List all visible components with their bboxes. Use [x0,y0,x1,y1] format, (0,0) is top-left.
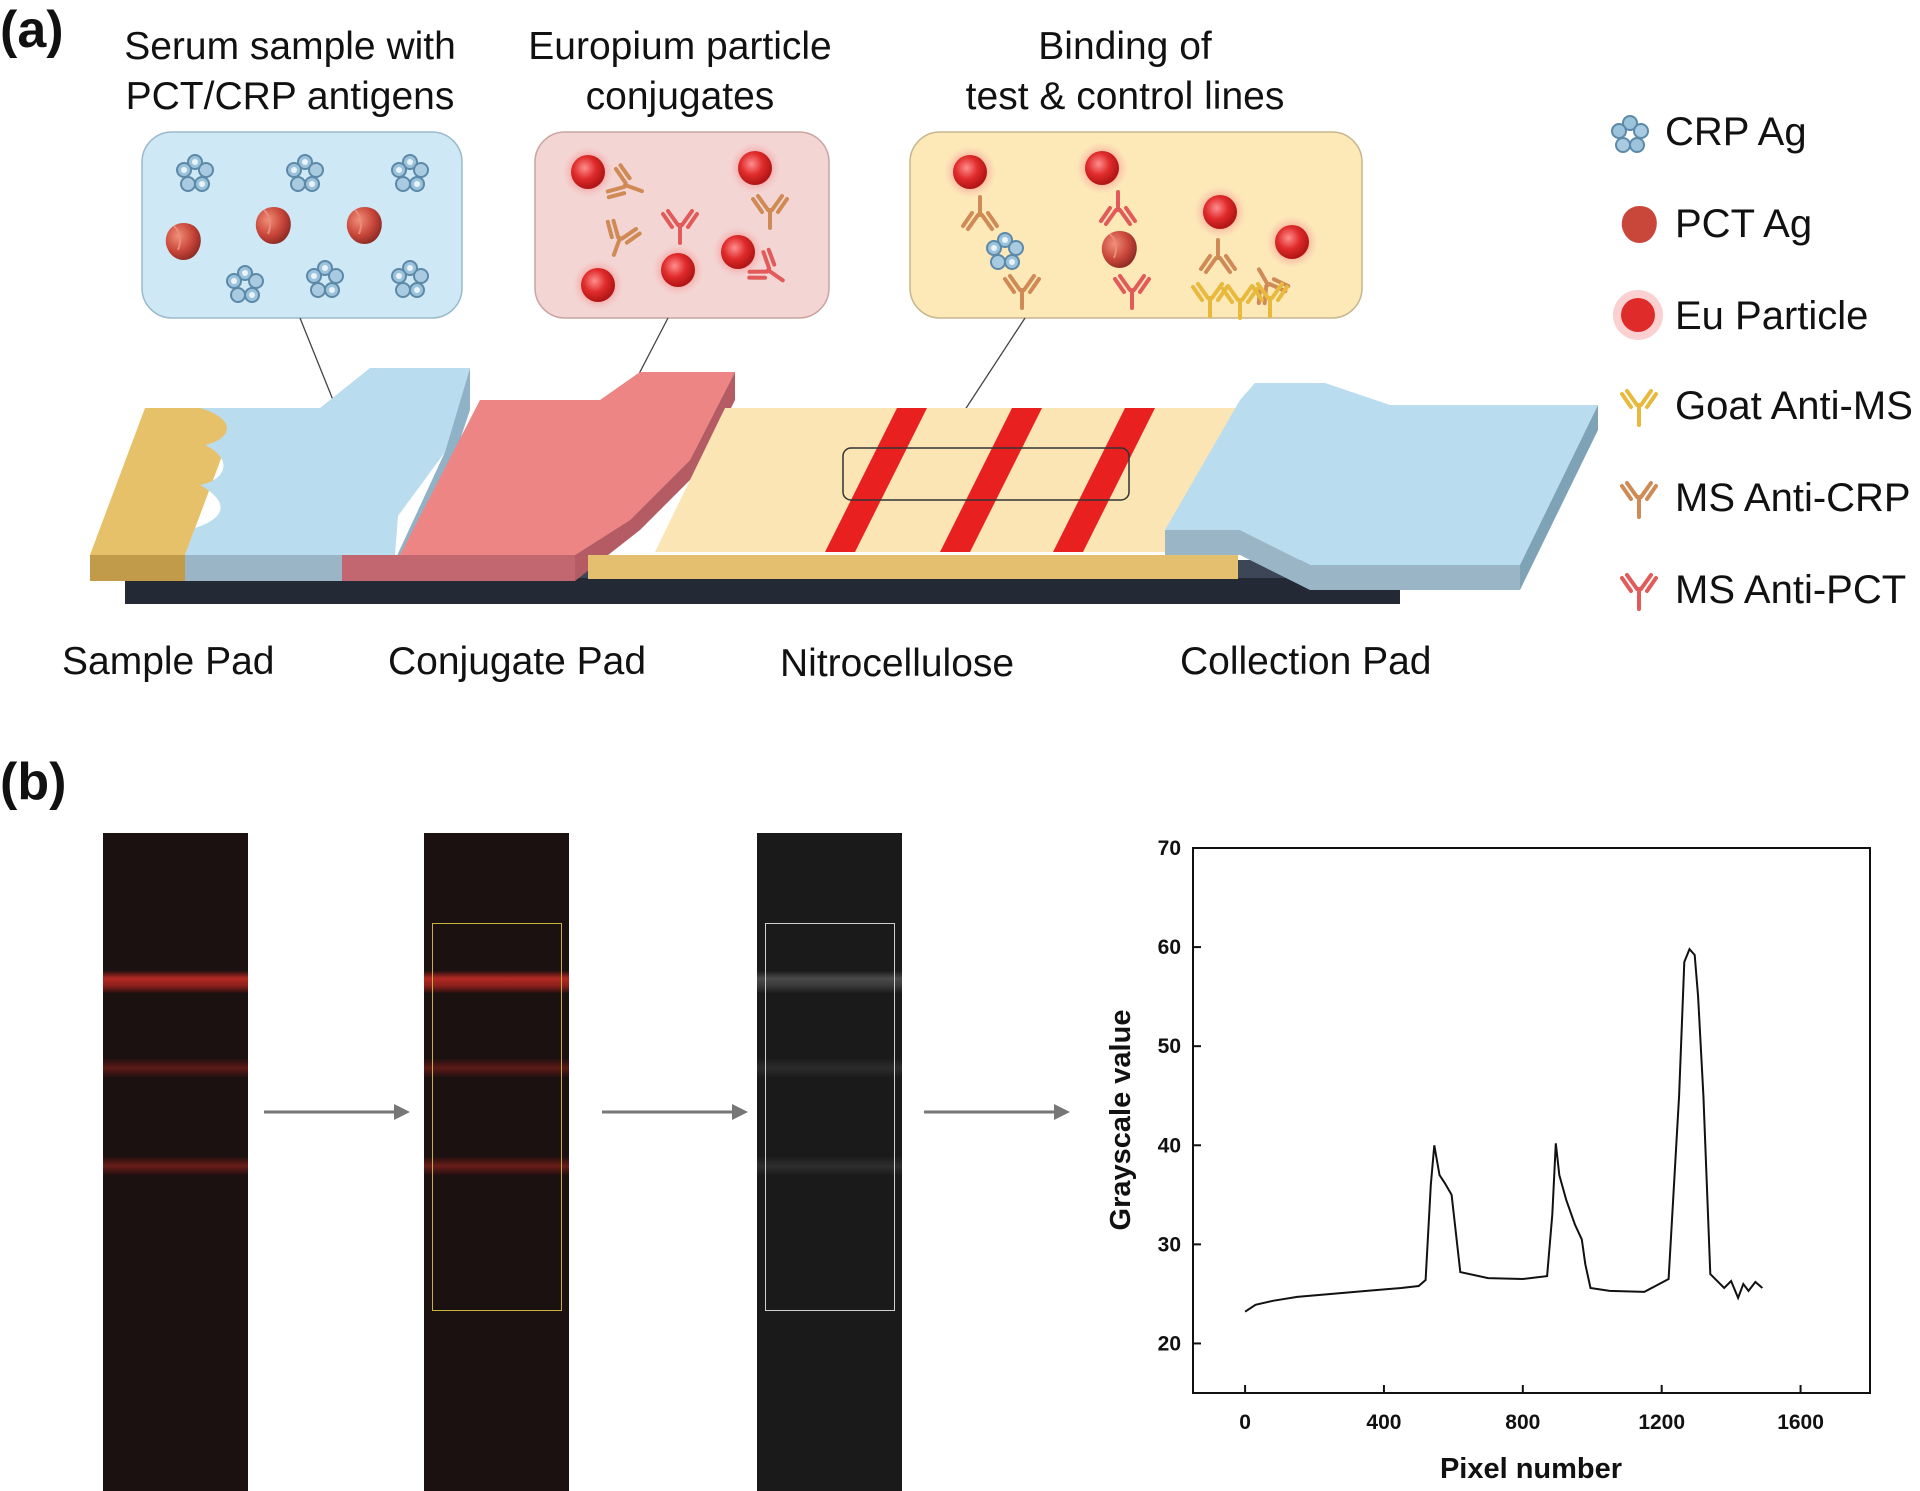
backing-card [125,578,1400,604]
lateral-flow-strip-diagram [90,131,1598,604]
y-tick-label: 60 [1158,936,1181,959]
arrow-icon-3 [924,1104,1070,1120]
pct-antigen-icon [1621,205,1657,243]
ms-anti-pct-icon [1620,573,1658,611]
goat-anti-ms-icon [1620,389,1658,427]
caption-euro-line2: conjugates [585,75,775,118]
strip-band-test-2 [103,1157,248,1175]
x-tick-label: 0 [1239,1411,1251,1434]
strip-photo-grayscale [757,833,902,1491]
caption-binding-line2: test & control lines [965,75,1285,118]
caption-serum-sample: Serum sample with PCT/CRP antigens [100,22,480,122]
legend-label-crp: CRP Ag [1665,110,1807,154]
y-tick-label: 70 [1158,837,1181,860]
control-line [1053,408,1155,552]
conjugate-pad [400,372,735,555]
arrow-icon-2 [602,1104,748,1120]
x-tick-label: 800 [1505,1411,1540,1434]
strip-band-test-1 [103,1059,248,1077]
legend-label-goat: Goat Anti-MS [1675,384,1913,428]
y-tick-label: 20 [1158,1332,1181,1355]
legend: CRP Ag PCT Ag Eu Particle Goat Anti-MS M… [1605,100,1920,620]
roi-box-yellow [432,923,562,1311]
legend-label-ms-crp: MS Anti-CRP [1675,476,1911,520]
strip-band-control [103,971,248,993]
eu-particle-icon [1613,290,1663,340]
y-tick-label: 50 [1158,1035,1181,1058]
label-sample-pad: Sample Pad [62,640,275,683]
panel-a-label: (a) [0,1,64,59]
sample-pad-base [90,408,240,555]
caption-binding: Binding of test & control lines [910,22,1340,122]
collection-pad [1165,383,1598,565]
caption-serum-line2: PCT/CRP antigens [125,75,455,118]
roi-box-white [765,923,895,1311]
caption-binding-line1: Binding of [1038,25,1212,68]
plot-frame [1192,847,1871,1394]
strip-photo-roi [424,833,569,1491]
caption-serum-line1: Serum sample with [124,25,456,68]
crp-antigen-icon [1611,115,1649,153]
grayscale-series-line [1244,947,1764,1313]
test-line-2 [940,408,1042,552]
strip-photo-raw [103,833,248,1491]
y-axis-label: Grayscale value [1105,1010,1137,1231]
label-collection-pad: Collection Pad [1180,640,1432,683]
caption-euro-line1: Europium particle [528,25,832,68]
serum-inset-box [141,131,463,319]
x-tick-label: 1200 [1638,1411,1685,1434]
ms-anti-crp-icon [1620,481,1658,519]
caption-europium: Europium particle conjugates [500,22,860,122]
test-line-1 [825,408,927,552]
grayscale-profile-chart: 0 400 800 1200 1600 20 30 40 50 60 70 Pixel numbe… [1105,837,1871,1485]
y-tick-label: 30 [1158,1233,1181,1256]
label-conjugate-pad: Conjugate Pad [388,640,647,683]
label-nitrocellulose: Nitrocellulose [780,642,1015,685]
x-axis-label: Pixel number [1440,1453,1622,1485]
binding-inset-box [909,131,1363,319]
legend-label-ms-pct: MS Anti-PCT [1675,568,1907,612]
legend-label-eu: Eu Particle [1675,294,1869,338]
y-tick-label: 40 [1158,1134,1181,1157]
legend-label-pct: PCT Ag [1675,202,1813,246]
panel-b-label: (b) [0,753,67,811]
x-tick-label: 400 [1366,1411,1401,1434]
x-tick-label: 1600 [1777,1411,1824,1434]
arrow-icon-1 [264,1104,410,1120]
